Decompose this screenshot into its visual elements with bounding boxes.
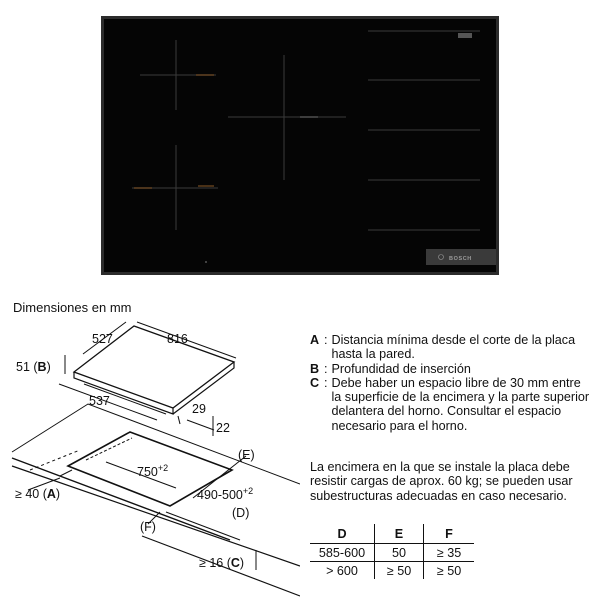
countertop-back-edge	[11, 403, 300, 485]
label-750: 750+2	[137, 463, 168, 479]
note-key: A	[310, 333, 320, 347]
label-537: 537	[89, 394, 110, 408]
countertop-front-edge	[11, 457, 231, 541]
table-cell: ≥ 50	[423, 561, 474, 579]
note-b: B: Profundidad de inserción	[310, 362, 592, 376]
table-cell: 50	[374, 543, 424, 562]
cooking-zone-center	[228, 55, 346, 180]
table-row: 585-600 50 ≥ 35	[310, 543, 474, 562]
label-29: 29	[192, 402, 206, 416]
flex-zone-right	[368, 30, 480, 231]
label-d: (D)	[232, 506, 249, 520]
note-key: B	[310, 361, 320, 376]
table-cell: > 600	[326, 563, 358, 578]
table-row: > 600 ≥ 50 ≥ 50	[310, 561, 474, 579]
cooktop-photo: BOSCH	[101, 16, 499, 275]
brand-logo: BOSCH	[449, 256, 472, 262]
label-816: 816	[167, 332, 188, 346]
note-a: A: Distancia mínima desde el corte de la…	[310, 333, 592, 362]
table-header: E	[374, 524, 424, 544]
label-22: 22	[216, 421, 230, 435]
note-key: C	[310, 375, 320, 390]
label-e: (E)	[238, 448, 255, 462]
dimensions-title: Dimensiones en mm	[13, 300, 132, 315]
table-cell: ≥ 35	[423, 543, 474, 562]
note-text: Debe haber un espacio libre de 30 mm ent…	[331, 375, 590, 433]
status-indicator	[458, 33, 472, 38]
note-text: Distancia mínima desde el corte de la pl…	[331, 333, 576, 362]
label-490-500: 490-500+2	[197, 486, 253, 502]
installation-drawing: 527 816 51 (B) 537 29 22 (E) 750+2 490-5…	[11, 321, 300, 597]
dim-line-816	[136, 321, 237, 359]
table-cell: 585-600	[310, 543, 375, 562]
label-527: 527	[92, 332, 113, 346]
brand-strip	[426, 249, 496, 265]
label-min-a: ≥ 40 (A)	[15, 487, 60, 501]
clearance-table: D E F 585-600 50 ≥ 35 > 600 ≥ 50 ≥ 50	[310, 524, 474, 579]
table-header: D	[310, 524, 375, 544]
dim-line-537	[58, 383, 158, 421]
note-text: Profundidad de inserción	[331, 361, 471, 376]
label-51: 51 (B)	[16, 360, 51, 374]
note-c: C: Debe haber un espacio libre de 30 mm …	[310, 376, 592, 433]
label-f: (F)	[140, 520, 156, 534]
label-min-c: ≥ 16 (C)	[199, 556, 244, 570]
table-cell: ≥ 50	[374, 561, 424, 579]
table-header: F	[423, 524, 474, 544]
legend-notes: A: Distancia mínima desde el corte de la…	[310, 333, 592, 433]
cutout-outline	[66, 431, 234, 507]
load-paragraph: La encimera en la que se instale la plac…	[310, 460, 573, 503]
dim-line-527	[82, 321, 127, 355]
